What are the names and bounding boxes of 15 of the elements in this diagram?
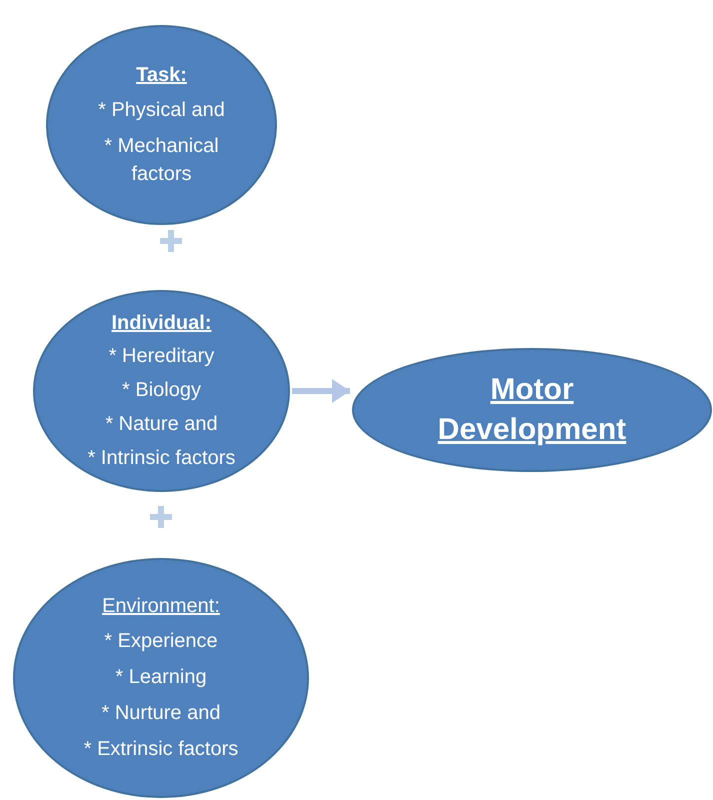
node-heading: Motor Development: [436, 372, 628, 448]
node-heading: Task:: [136, 63, 187, 88]
node-heading: Environment:: [102, 594, 220, 619]
bullet-item: * Nurture and: [102, 701, 220, 726]
bullet-item: * Experience: [104, 629, 218, 654]
bullet-item: * Physical and: [98, 98, 225, 123]
bullet-item: * Mechanical factors: [103, 134, 220, 187]
bullet-item: * Nature and: [105, 412, 218, 437]
bullet-item: * Biology: [122, 378, 201, 403]
arrow: [292, 379, 350, 403]
bullet-item: * Hereditary: [108, 344, 214, 369]
bullet-item: * Intrinsic factors: [88, 446, 236, 471]
bullet-item: * Extrinsic factors: [84, 737, 238, 762]
bullet-item: * Learning: [115, 665, 207, 690]
node-heading: Individual:: [111, 311, 212, 336]
